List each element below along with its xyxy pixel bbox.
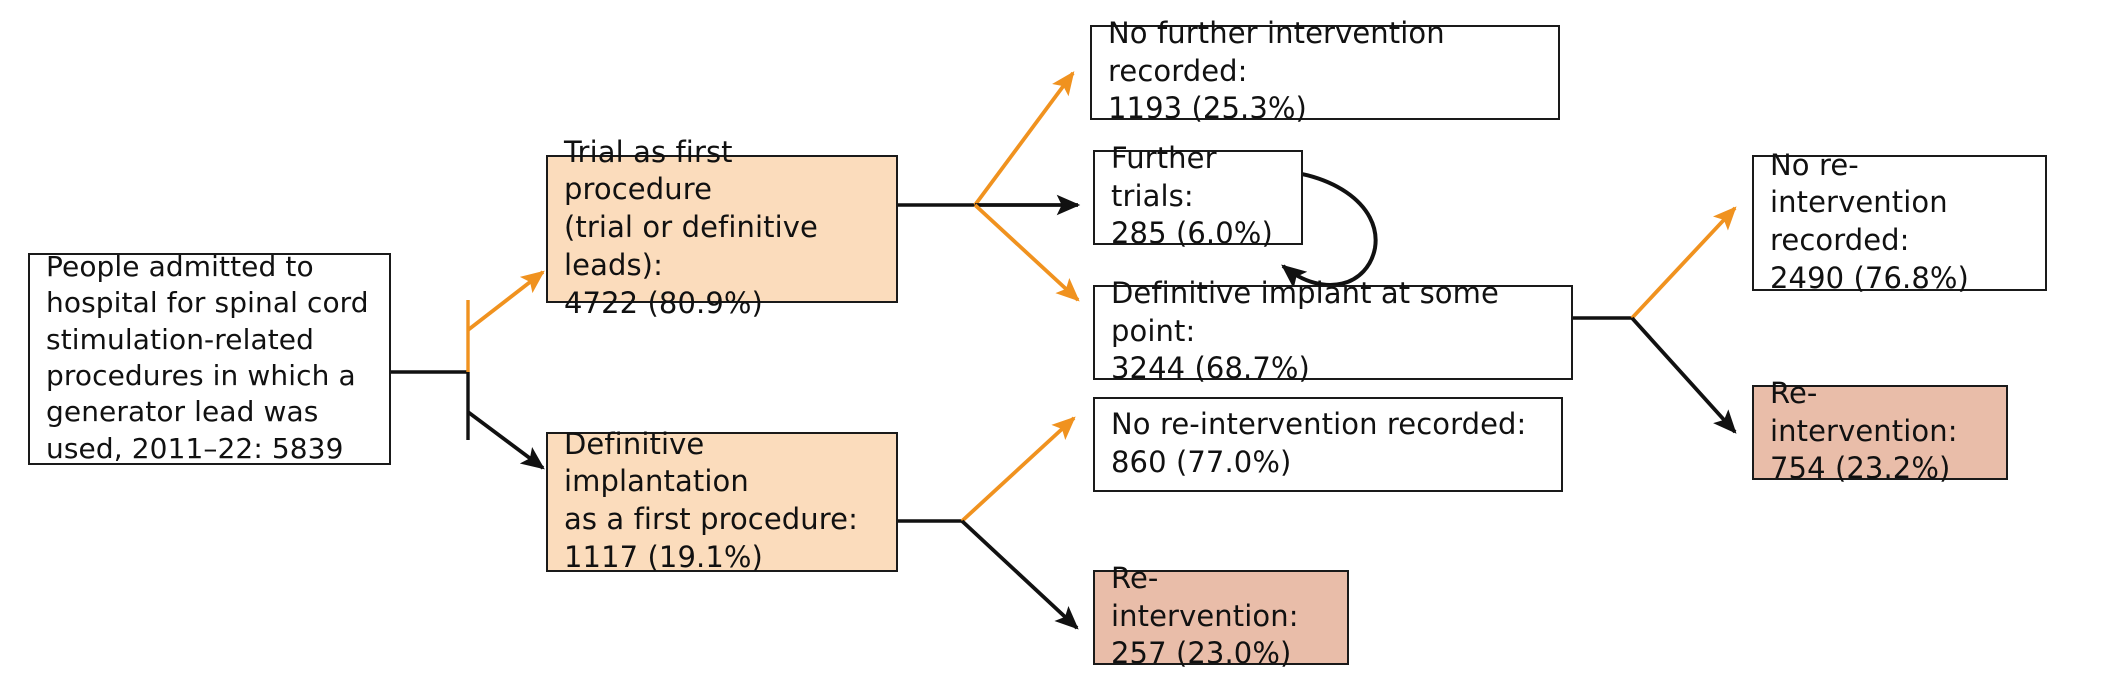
edge-defirst-to-no-reintervention: [960, 416, 1076, 523]
node-no-reintervention-mid[interactable]: No re-intervention recorded: 860 (77.0%): [1093, 397, 1563, 492]
node-no-reintervention-right[interactable]: No re-intervention recorded: 2490 (76.8%…: [1752, 148, 2047, 295]
node-further-trials[interactable]: Further trials: 285 (6.0%): [1093, 141, 1303, 250]
node-further-trials-label: Further trials: 285 (6.0%): [1111, 140, 1273, 251]
edge-implant-to-no-reintervention: [1630, 206, 1737, 320]
node-cohort-label: People admitted to hospital for spinal c…: [46, 249, 369, 465]
node-no-reintervention-mid-label: No re-intervention recorded: 860 (77.0%): [1111, 406, 1527, 479]
node-reintervention-mid[interactable]: Re-intervention: 257 (23.0%): [1093, 561, 1349, 670]
node-reintervention-right-label: Re-intervention: 754 (23.2%): [1770, 375, 1958, 486]
node-definitive-first[interactable]: Definitive implantation as a first proce…: [546, 427, 898, 574]
edge-cohort-split: [391, 300, 470, 440]
edge-cohort-to-trial: [466, 270, 545, 332]
node-trial-first[interactable]: Trial as first procedure (trial or defin…: [546, 135, 898, 320]
edge-implant-to-reintervention: [1630, 316, 1737, 434]
edge-defirst-to-reintervention: [960, 519, 1079, 630]
node-definitive-first-label: Definitive implantation as a first proce…: [564, 426, 858, 574]
edge-cohort-to-definitive-first: [466, 410, 545, 470]
node-no-further-intervention[interactable]: No further intervention recorded: 1193 (…: [1090, 16, 1560, 125]
node-no-reintervention-right-label: No re-intervention recorded: 2490 (76.8%…: [1770, 147, 1969, 295]
node-reintervention-right[interactable]: Re-intervention: 754 (23.2%): [1752, 376, 2008, 485]
node-definitive-implant[interactable]: Definitive implant at some point: 3244 (…: [1093, 276, 1573, 385]
node-trial-first-label: Trial as first procedure (trial or defin…: [564, 134, 818, 320]
edge-trial-to-definitive-implant: [973, 203, 1080, 302]
node-definitive-implant-label: Definitive implant at some point: 3244 (…: [1111, 275, 1499, 386]
node-reintervention-mid-label: Re-intervention: 257 (23.0%): [1111, 560, 1299, 671]
node-no-further-intervention-label: No further intervention recorded: 1193 (…: [1108, 15, 1445, 126]
edge-trial-to-no-further: [973, 71, 1075, 207]
node-cohort[interactable]: People admitted to hospital for spinal c…: [28, 250, 391, 465]
